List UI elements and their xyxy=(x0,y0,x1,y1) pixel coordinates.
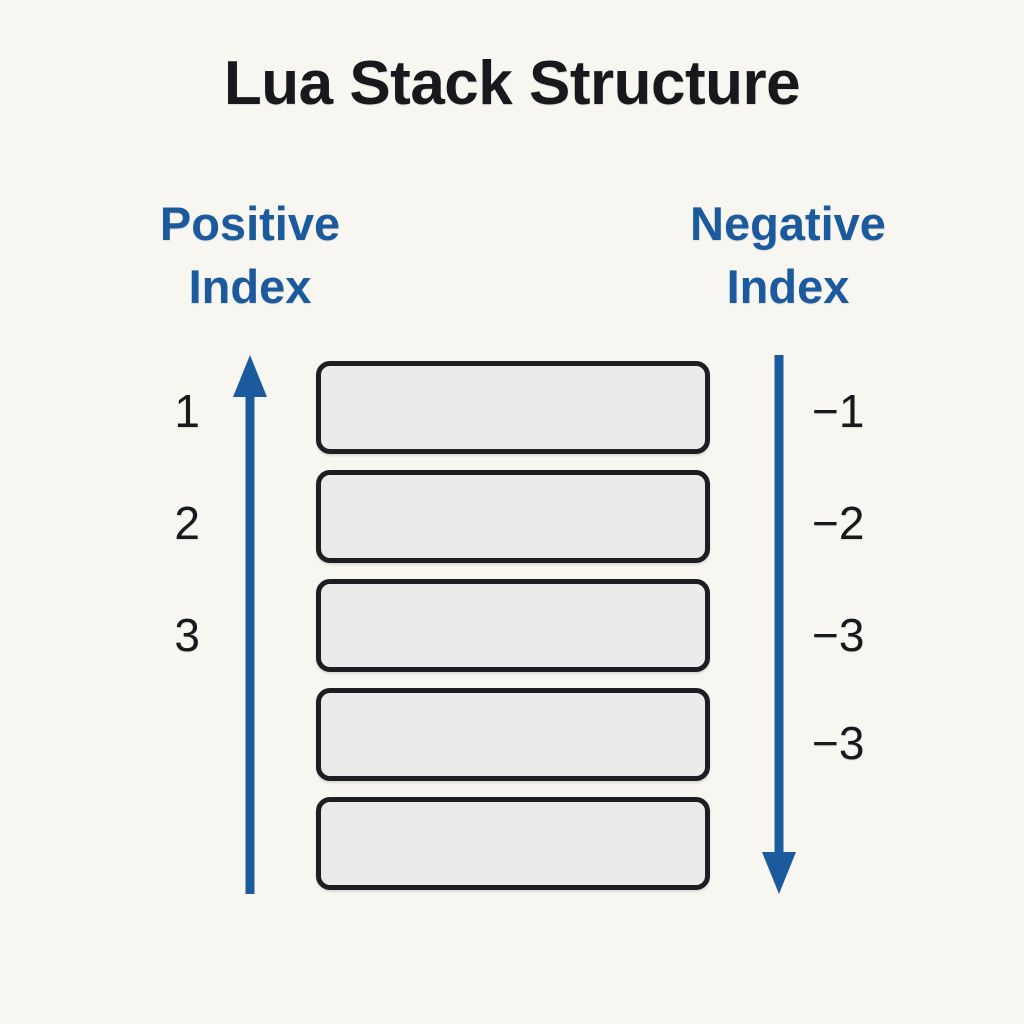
stack-slot-4[interactable] xyxy=(316,688,710,781)
negative-index-heading-line2: Index xyxy=(726,260,850,314)
stack-slot-1[interactable] xyxy=(316,361,710,454)
arrow-up-icon xyxy=(228,352,272,902)
positive-index-label-2: 2 xyxy=(174,497,200,549)
stack-slot-2[interactable] xyxy=(316,470,710,563)
negative-index-label-4: −3 xyxy=(812,717,865,769)
negative-index-label-2: −2 xyxy=(812,497,865,549)
positive-index-label-3: 3 xyxy=(174,609,200,661)
positive-index-heading-line2: Index xyxy=(188,260,312,314)
stack-slot-3[interactable] xyxy=(316,579,710,672)
negative-index-heading-line1: Negative xyxy=(690,197,886,250)
stack-slot-5[interactable] xyxy=(316,797,710,890)
negative-index-heading: Negative Index xyxy=(638,192,938,319)
negative-index-label-3: −3 xyxy=(812,609,865,661)
positive-index-label-1: 1 xyxy=(174,385,200,437)
stack-container xyxy=(316,361,710,890)
arrow-down-icon xyxy=(757,352,801,902)
negative-index-label-1: −1 xyxy=(812,385,865,437)
page-title: Lua Stack Structure xyxy=(223,49,801,118)
positive-index-heading: Positive Index xyxy=(100,192,400,319)
positive-index-heading-line1: Positive xyxy=(159,197,341,250)
